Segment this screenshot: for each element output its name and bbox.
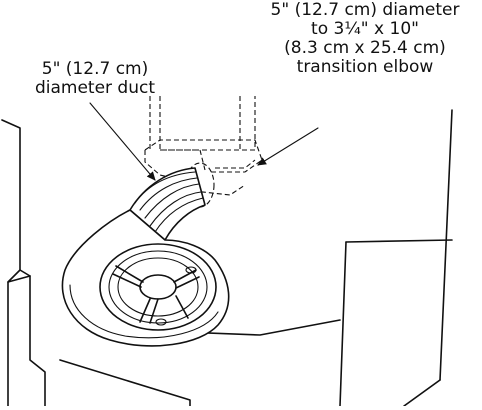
- duct-leader-line: [89, 102, 156, 181]
- elbow-leader-line: [257, 127, 319, 166]
- elbow-label-line: (8.3 cm x 25.4 cm): [284, 38, 446, 58]
- duct-pipe: [129, 167, 206, 241]
- cabinet-outline: [1, 109, 453, 407]
- elbow-label-line: 5" (12.7 cm) diameter: [270, 0, 460, 20]
- duct-label-line: 5" (12.7 cm): [41, 59, 149, 79]
- blower-housing: [61, 209, 230, 347]
- duct-label: 5" (12.7 cm) diameter duct: [0, 60, 190, 98]
- elbow-label-line: to 3¼" x 10": [311, 19, 419, 39]
- elbow-label-line: transition elbow: [296, 57, 434, 77]
- elbow-label: 5" (12.7 cm) diameter to 3¼" x 10" (8.3 …: [250, 1, 480, 77]
- duct-label-line: diameter duct: [34, 78, 156, 98]
